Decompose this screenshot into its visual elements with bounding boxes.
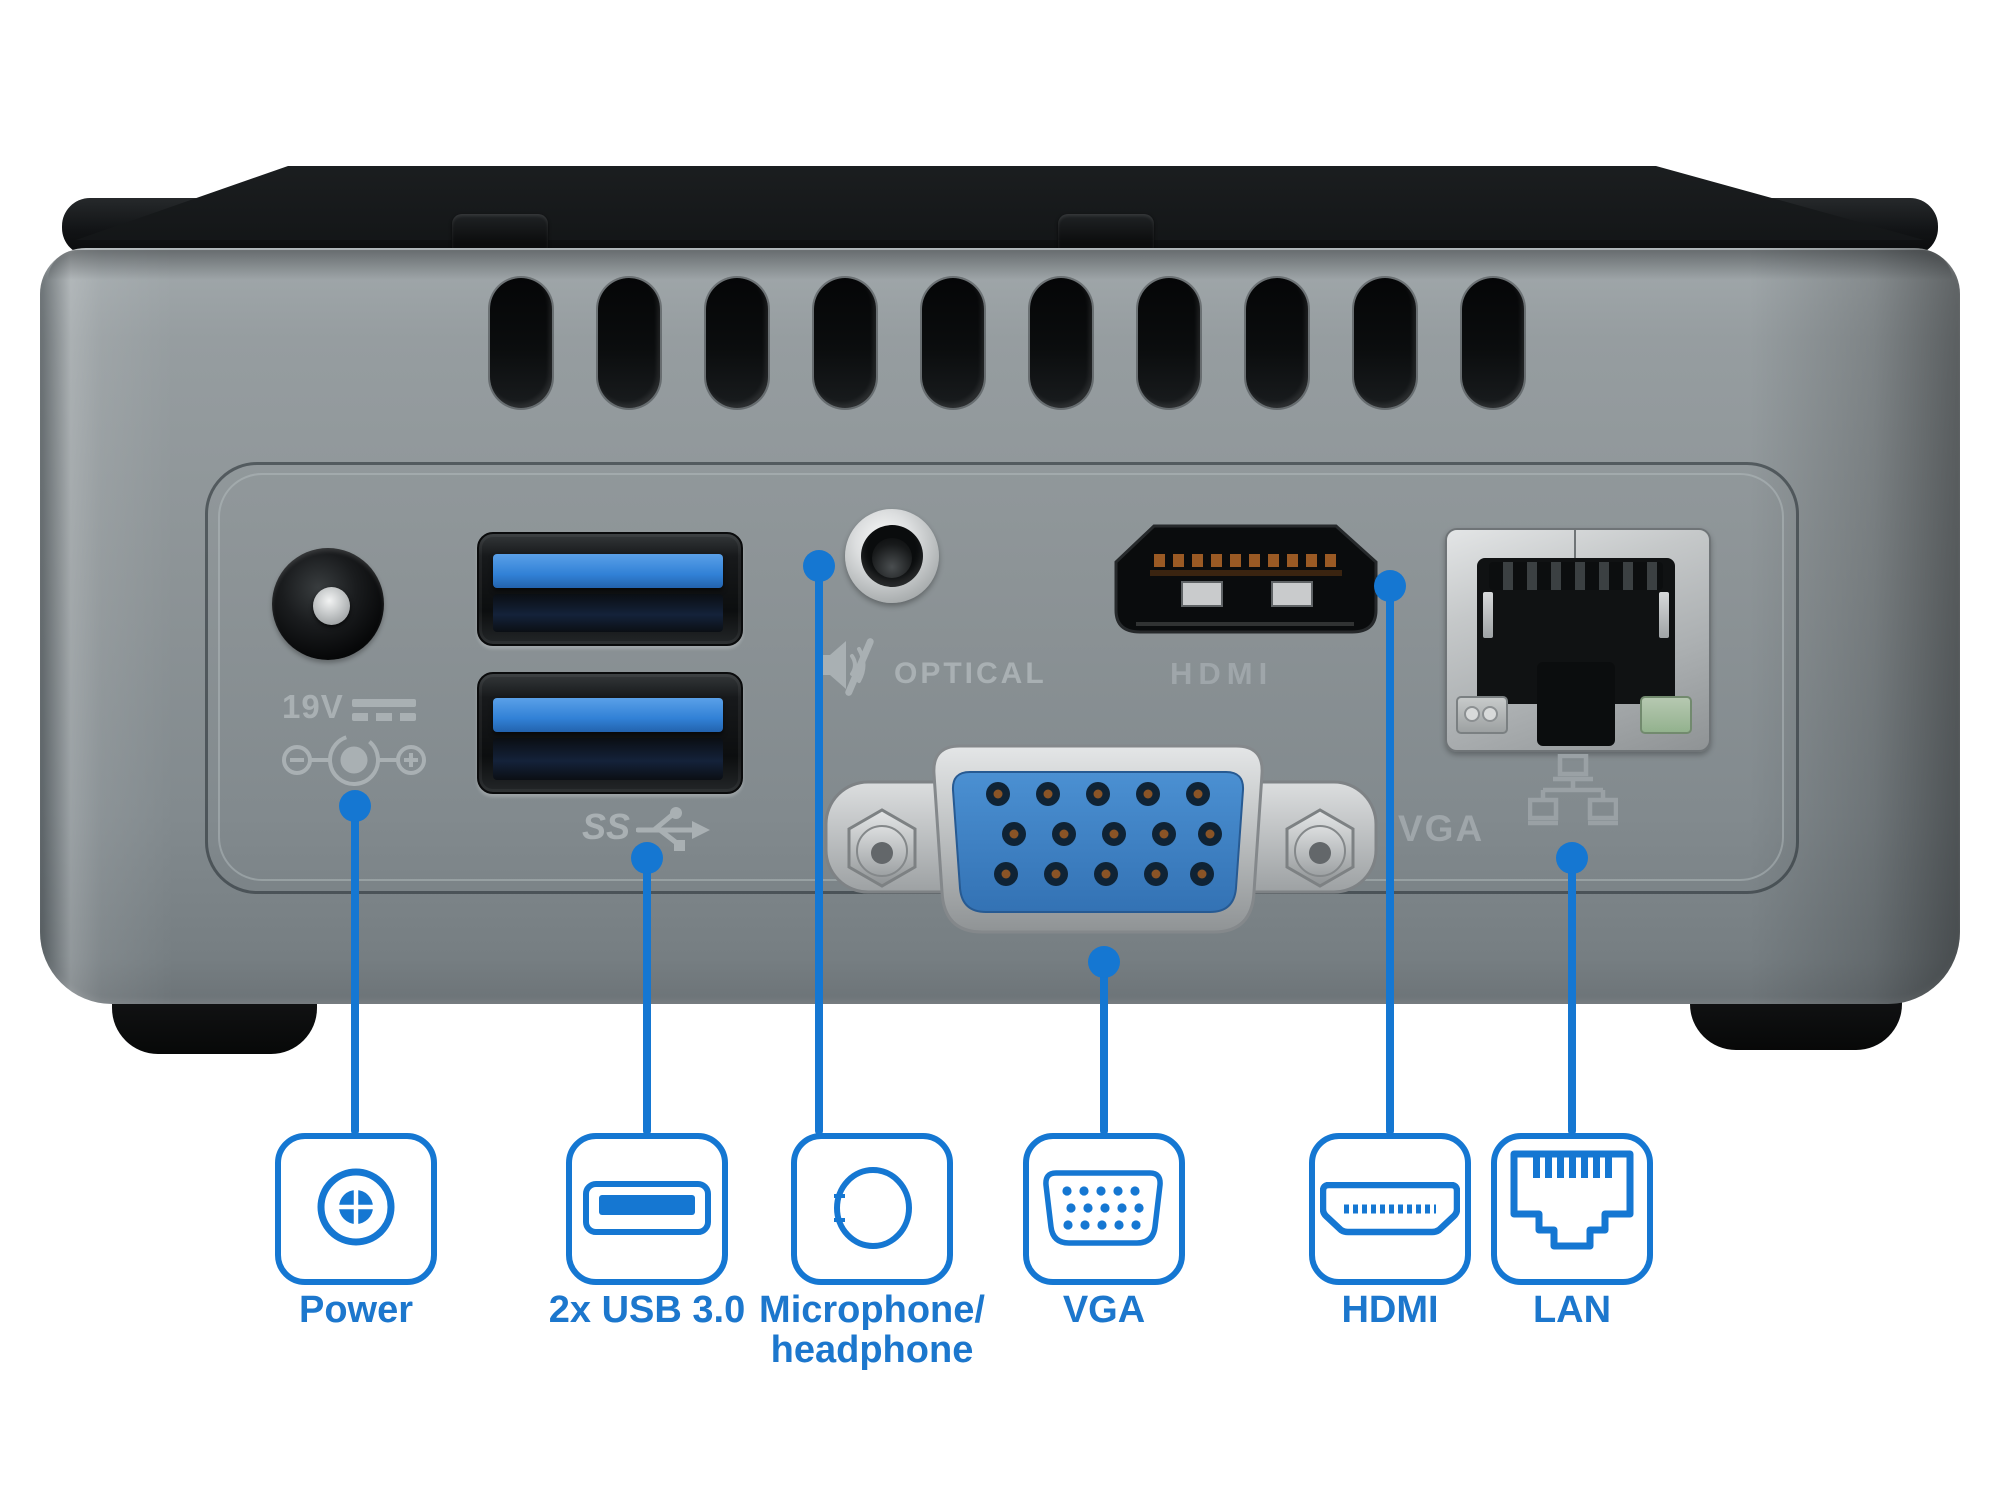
usb3-port-bottom xyxy=(477,672,743,794)
lan-icon xyxy=(1510,1150,1634,1250)
callout-label-usb: 2x USB 3.0 xyxy=(548,1289,746,1331)
vga-port xyxy=(824,744,1378,934)
lan-pin-comb xyxy=(1489,562,1663,590)
callout-dot-usb xyxy=(631,842,663,874)
callout-box-microphone xyxy=(791,1133,953,1285)
callout-line-lan xyxy=(1568,858,1576,1135)
hdmi-icon xyxy=(1320,1182,1460,1236)
usb-icon xyxy=(583,1181,711,1235)
hdmi-marking: HDMI xyxy=(1170,656,1274,691)
callout-label-lan: LAN xyxy=(1532,1289,1612,1331)
vga-marking: VGA xyxy=(1398,808,1485,849)
power-icon xyxy=(317,1168,395,1246)
vent-slot xyxy=(1246,278,1308,408)
lan-contact-left xyxy=(1483,592,1493,638)
usb-cavity xyxy=(493,738,723,780)
lan-contact-right xyxy=(1659,592,1669,638)
dc-symbol-solid-bar xyxy=(352,699,416,707)
vent-slot xyxy=(1354,278,1416,408)
lan-led-activity xyxy=(1456,696,1508,734)
callout-line-usb xyxy=(643,858,651,1135)
power-jack-pin xyxy=(313,587,350,625)
vent-slot xyxy=(922,278,984,408)
usb-cavity xyxy=(493,594,723,632)
callout-label-power: Power xyxy=(298,1289,414,1331)
usb-tongue xyxy=(493,554,723,588)
network-icon xyxy=(1528,754,1618,826)
callout-dot-power xyxy=(339,790,371,822)
polarity-symbol xyxy=(282,734,426,786)
usb-trident-icon xyxy=(636,807,710,851)
callout-line-microphone xyxy=(815,566,823,1135)
vga-icon xyxy=(1043,1170,1163,1246)
usb-ss-marking: SS xyxy=(582,806,631,847)
microphone-jack-icon xyxy=(834,1167,912,1249)
callout-line-vga xyxy=(1100,962,1108,1135)
callout-line-hdmi xyxy=(1386,586,1394,1135)
vent-slot xyxy=(814,278,876,408)
hdmi-port xyxy=(1114,524,1378,634)
lan-led-link xyxy=(1640,696,1692,734)
lan-shield-seam xyxy=(1574,530,1576,584)
vent-slot xyxy=(1462,278,1524,408)
callout-label-microphone: Microphone/ xyxy=(759,1289,985,1331)
callout-label-vga: VGA xyxy=(1062,1289,1146,1331)
callout-dot-lan xyxy=(1556,842,1588,874)
callout-box-power xyxy=(275,1133,437,1285)
usb3-port-top xyxy=(477,532,743,646)
vent-slot xyxy=(490,278,552,408)
usb-tongue xyxy=(493,698,723,732)
callout-dot-microphone xyxy=(803,550,835,582)
device-lid xyxy=(76,166,1924,240)
callout-box-usb xyxy=(566,1133,728,1285)
callout-dot-vga xyxy=(1088,946,1120,978)
callout-label-hdmi: HDMI xyxy=(1341,1289,1439,1331)
vent-slot xyxy=(1138,278,1200,408)
lan-latch-slot xyxy=(1537,662,1615,746)
optical-marking: OPTICAL xyxy=(894,657,1047,690)
vent-slot xyxy=(1030,278,1092,408)
callout-line-power xyxy=(351,806,359,1135)
vent-slot xyxy=(706,278,768,408)
callout-dot-hdmi xyxy=(1374,570,1406,602)
audio-jack-core xyxy=(872,538,912,578)
voltage-marking: 19V xyxy=(282,688,344,725)
callout-label-headphone: headphone xyxy=(770,1329,974,1371)
dc-symbol-dashed-bar xyxy=(352,713,416,721)
vent-slot xyxy=(598,278,660,408)
